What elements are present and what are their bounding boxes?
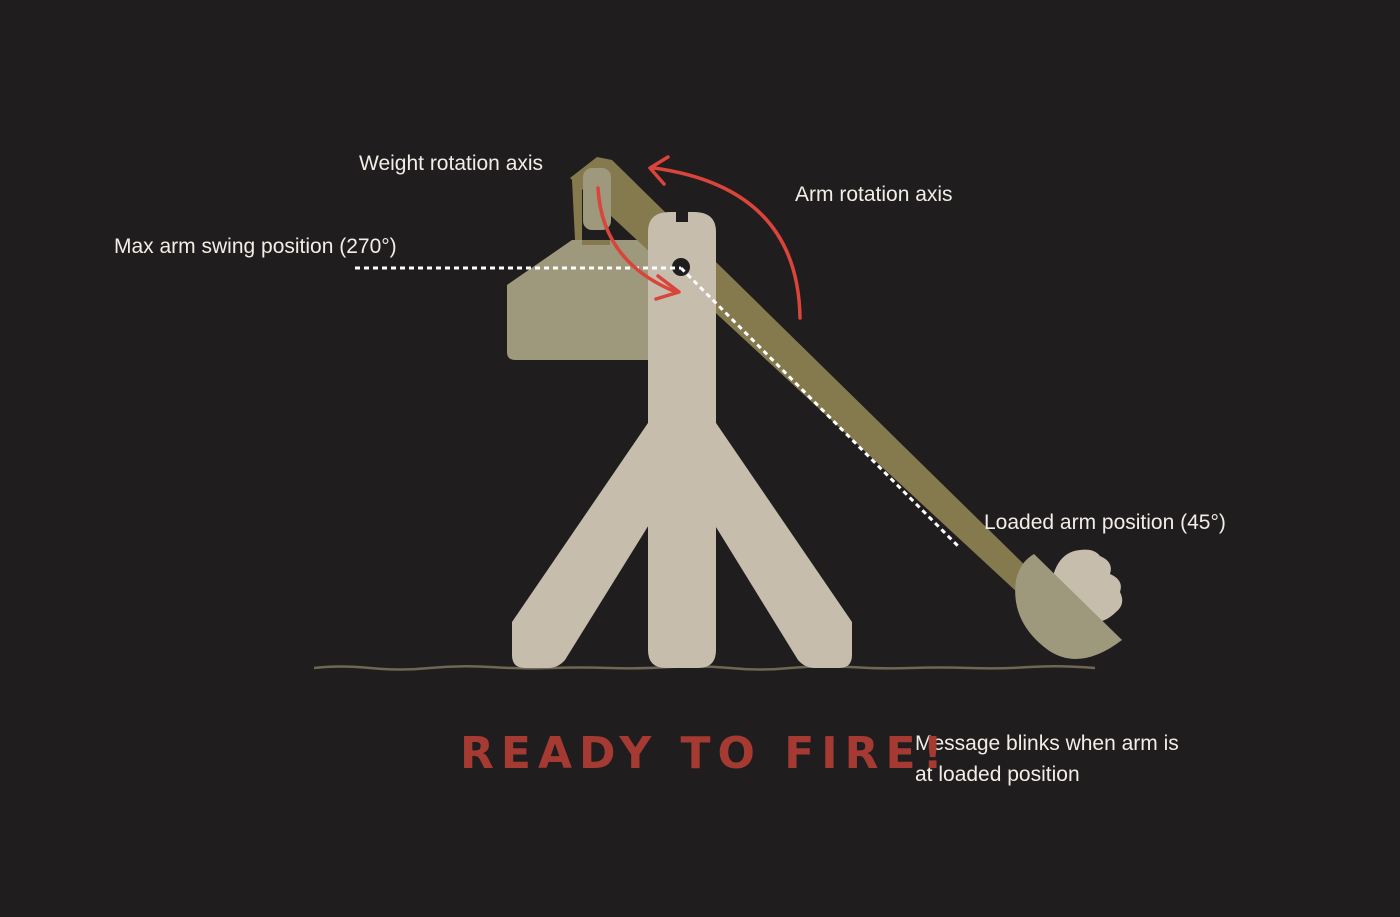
- catapult-frame: [512, 212, 852, 668]
- message-note-line-1: Message blinks when arm is: [915, 732, 1179, 755]
- loaded-arm-guide-line: [679, 266, 960, 548]
- max-arm-swing-label: Max arm swing position (270°): [114, 235, 397, 258]
- counterweight: [507, 180, 648, 360]
- weight-rotation-arrow: [596, 186, 681, 301]
- arm-rotation-arrow: [648, 155, 802, 320]
- sling-bucket: [1015, 554, 1122, 659]
- weight-rotation-slot: [583, 168, 611, 230]
- ready-to-fire-message: READY TO FIRE!: [460, 728, 950, 779]
- loaded-arm-position-label: Loaded arm position (45°): [984, 511, 1226, 534]
- center-post: [648, 212, 716, 668]
- message-note-line-2: at loaded position: [915, 763, 1080, 786]
- throwing-arm: [570, 157, 1040, 606]
- weight-rotation-axis-label: Weight rotation axis: [359, 152, 544, 175]
- weight-hanger: [572, 180, 610, 245]
- arm-rotation-axis-label: Arm rotation axis: [795, 183, 953, 206]
